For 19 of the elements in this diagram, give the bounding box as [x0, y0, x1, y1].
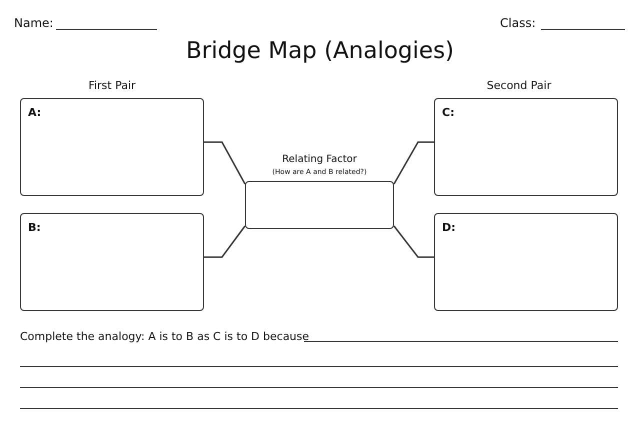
answer-box — [434, 98, 618, 196]
answer-box — [434, 213, 618, 311]
answer-box — [20, 213, 204, 311]
title: Bridge Map (Analogies) — [186, 38, 454, 64]
connector-line — [204, 226, 246, 258]
connector-line — [393, 226, 434, 258]
answer-box — [20, 98, 204, 196]
column-heading: Second Pair — [486, 79, 552, 92]
connector-line — [204, 141, 246, 184]
box-letter: C: — [442, 106, 454, 119]
name-label: Name: — [14, 16, 54, 30]
box-letter: D: — [442, 221, 456, 234]
box-letter: B: — [28, 221, 41, 234]
column-heading: First Pair — [88, 79, 136, 92]
box-heading: Relating Factor — [282, 154, 357, 165]
class-label: Class: — [500, 16, 536, 30]
box-letter: A: — [28, 106, 42, 119]
connector-line — [393, 141, 434, 184]
prompt-text: Complete the analogy: A is to B as C is to D because — [20, 330, 310, 343]
